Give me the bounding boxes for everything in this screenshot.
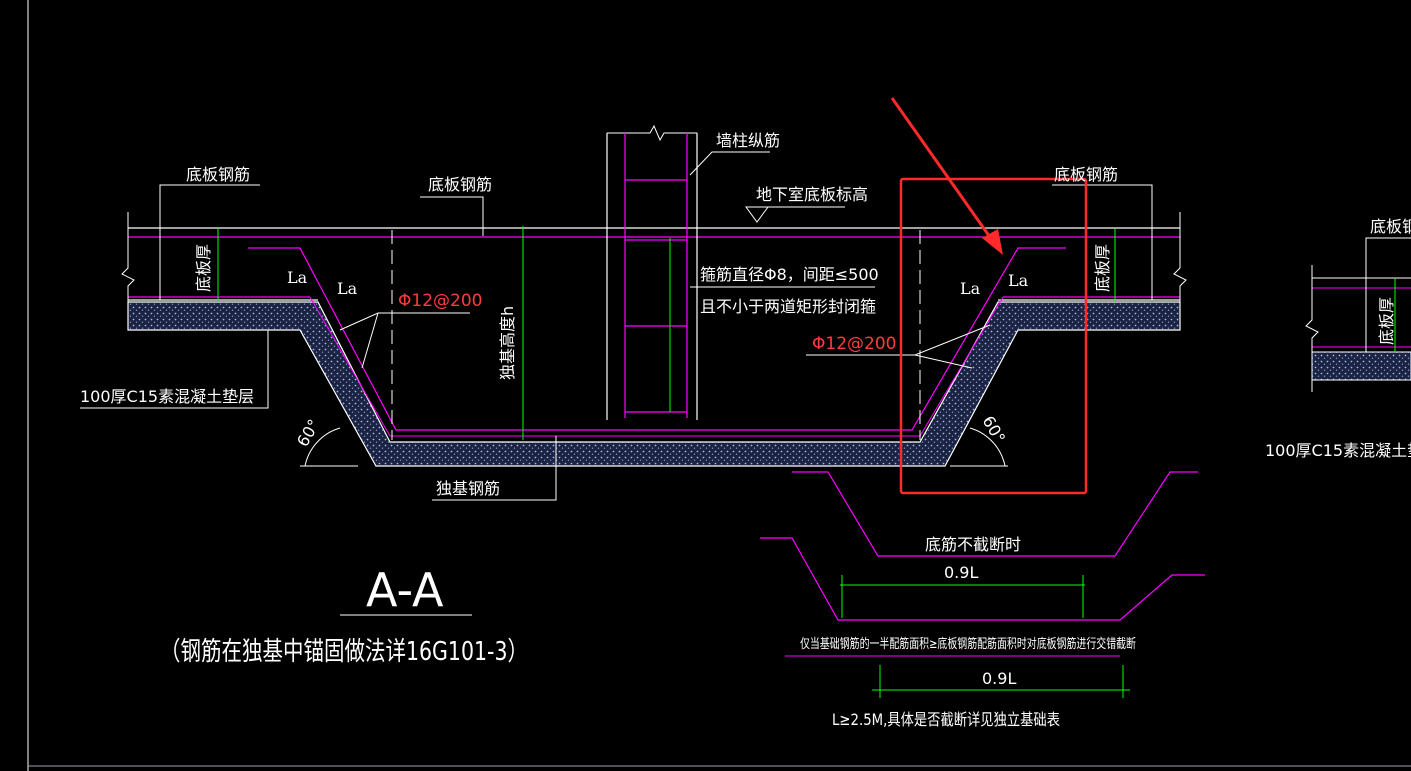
- label-angle-right: 60°: [979, 413, 1010, 447]
- label-stirrup-note-1: 箍筋直径Φ8，间距≤500: [700, 265, 879, 284]
- label-angle-left: 60°: [293, 416, 324, 450]
- label-plate-thickness-right: 底板厚: [1093, 244, 1112, 292]
- label-plate-thickness-left: 底板厚: [194, 244, 213, 292]
- label-bottom-plate-rebar-left: 底板钢筋: [186, 165, 250, 184]
- angle-arc-left: [304, 427, 341, 467]
- elev-triangle: [745, 206, 769, 223]
- label-rebar-spec-right: Φ12@200: [812, 334, 896, 354]
- label-found-rebar: 独基钢筋: [436, 479, 500, 498]
- label-basement-floor-elev: 地下室底板标高: [756, 185, 868, 204]
- label-rebar-spec-left: Φ12@200: [398, 291, 482, 311]
- right-leader: [1365, 237, 1411, 352]
- section-subtitle: （钢筋在独基中锚固做法详16G101-3）: [160, 637, 528, 667]
- label-bottom-plate-rebar-mid: 底板钢筋: [428, 175, 492, 194]
- label-la-4: La: [1008, 271, 1029, 290]
- right-break: [1305, 265, 1319, 392]
- label-bottom-plate-rebar-far-right: 底板钢: [1370, 217, 1411, 236]
- label-la-2: La: [337, 279, 358, 298]
- wall-break: [607, 124, 697, 142]
- label-dim-1: 0.9L: [944, 563, 978, 582]
- label-dim-2: 0.9L: [982, 669, 1016, 688]
- label-not-cut-note: 底筋不截断时: [925, 535, 1021, 554]
- label-cushion-left: 100厚C15素混凝土垫层: [80, 387, 254, 406]
- leader-column: [689, 151, 770, 176]
- label-cut-note: 仅当基础钢筋的一半配筋面积≥底板钢筋配筋面积时对底板钢筋进行交错截断: [800, 636, 1136, 652]
- label-found-height: 独基高度h: [498, 306, 517, 380]
- leader-plate-left: [159, 184, 260, 300]
- break-mark-left: [121, 212, 135, 302]
- annotation-arrow-head: [982, 229, 1003, 255]
- break-mark-right: [1173, 212, 1187, 302]
- leader-found-rebar: [432, 436, 557, 501]
- concrete-cushion-right: [1311, 351, 1411, 381]
- label-plate-thickness-far-right: 底板厚: [1377, 297, 1396, 345]
- bar-detail-2: [760, 537, 1205, 621]
- label-wall-column-rebar: 墙柱纵筋: [716, 131, 780, 150]
- leader-plate-mid: [420, 196, 484, 236]
- annotation-arrow-shaft: [890, 97, 994, 241]
- rebar-slope-left-b: [309, 296, 1004, 437]
- section-title: A-A: [366, 563, 444, 617]
- label-bottom-plate-rebar-right: 底板钢筋: [1054, 165, 1118, 184]
- label-stirrup-note-2: 且不小于两道矩形封闭箍: [700, 297, 876, 316]
- leader-spec-left-2: [361, 312, 379, 369]
- label-la-1: La: [287, 268, 308, 287]
- leader-spec-right-2: [914, 354, 973, 369]
- angle-arc-right: [969, 427, 1006, 467]
- label-cushion-right: 100厚C15素混凝土垫层: [1265, 441, 1411, 460]
- label-la-3: La: [960, 279, 981, 298]
- bar-detail-1: [792, 471, 1198, 557]
- label-length-note: L≥2.5M,具体是否截断详见独立基础表: [832, 710, 1060, 729]
- highlight-box: [899, 177, 1088, 495]
- concrete-cushion-main: [127, 301, 1181, 467]
- leader-cushion: [80, 330, 269, 409]
- rebar-slope-left: [248, 247, 1066, 431]
- leader-spec-left: [339, 312, 470, 331]
